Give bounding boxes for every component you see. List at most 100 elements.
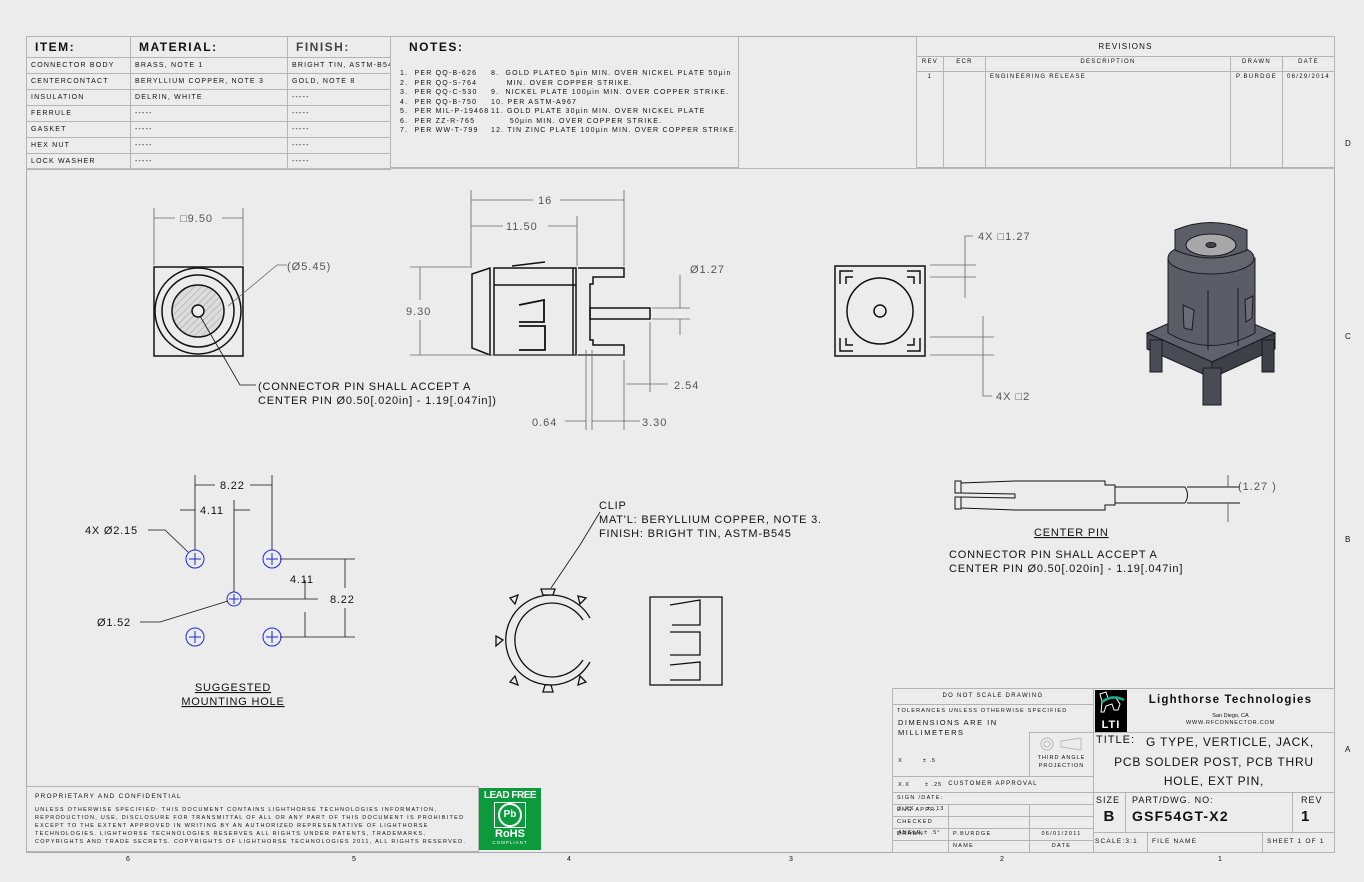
side-pin-dia-dim: Ø1.27: [690, 264, 725, 276]
title-label: TITLE:: [1096, 734, 1136, 746]
zone-d: D: [1345, 139, 1351, 148]
title-line-1: G TYPE, VERTICLE, JACK,: [1145, 735, 1314, 749]
side-d2-dim: 3.30: [642, 417, 667, 429]
notes-left: 1. PER QQ-B-626 2. PER QQ-S-764 3. PER Q…: [400, 70, 490, 134]
side-body-dim: 11.50: [506, 221, 538, 233]
tolerance-values: X ± .5 X.X ± .25 X.XX ± .13 ANGLE ± .5°: [898, 741, 944, 853]
zone-b: B: [1345, 535, 1351, 544]
tol-line-2: X.X ± .25: [898, 782, 943, 788]
zone-6: 6: [126, 856, 130, 863]
rev-box: REV 1: [1292, 792, 1335, 833]
rev-row-date: 06/29/2014: [1282, 71, 1335, 168]
title-line-3: HOLE, EXT PIN,: [1163, 774, 1265, 788]
center-pin-dim: (1.27 ): [1238, 481, 1277, 493]
tolerances-label: TOLERANCES UNLESS OTHERWISE SPECIFIED: [897, 708, 1068, 714]
compliant-text: COMPLIANT: [492, 840, 528, 845]
mount-spacing-v-dim: 8.22: [330, 594, 355, 606]
side-post-dim: 2.54: [674, 380, 699, 392]
header-divider: [26, 168, 1335, 169]
clip-label: CLIP: [599, 500, 627, 512]
zone-c: C: [1345, 332, 1351, 341]
third-angle-projection-icon: [1040, 737, 1081, 751]
tol-line-1: X ± .5: [898, 758, 937, 764]
zone-5: 5: [352, 856, 356, 863]
name-label: NAME: [948, 840, 1030, 853]
top-corner-upper-dim: 4X □1.27: [978, 231, 1031, 243]
part-number: GSF54GT-X2: [1132, 808, 1229, 824]
mounting-dims: [140, 475, 355, 638]
mount-center-dia: Ø1.52: [97, 617, 131, 629]
part-box: PART/DWG. NO: GSF54GT-X2: [1125, 792, 1293, 833]
mount-hole-dia: 4X Ø2.15: [85, 525, 138, 537]
front-note-line2: CENTER PIN Ø0.50[.020in] - 1.19[.047in]): [258, 395, 497, 407]
mount-title-line2: MOUNTING HOLE: [181, 696, 284, 708]
dimensions-label: DIMENSIONS ARE IN MILLIMETERS: [898, 718, 998, 737]
customer-approval: CUSTOMER APPROVAL: [892, 776, 1094, 793]
center-pin-note-line1: CONNECTOR PIN SHALL ACCEPT A: [949, 549, 1158, 561]
lead-free-logo: LEAD FREE Pb RoHS COMPLIANT: [479, 788, 541, 850]
company-website: WWW.RFCONNECTOR.COM: [1185, 720, 1276, 726]
projection-box: THIRD ANGLE PROJECTION: [1029, 732, 1094, 777]
side-height-dim: 9.30: [406, 306, 431, 318]
sheet: SHEET 1 OF 1: [1262, 832, 1335, 853]
logo-text: LTI: [1101, 719, 1121, 731]
notes-right: 8. GOLD PLATED 5µin MIN. OVER NICKEL PLA…: [491, 70, 738, 134]
rev-value: 1: [1301, 808, 1311, 825]
proprietary-block: PROPRIETARY AND CONFIDENTIAL UNLESS OTHE…: [26, 786, 479, 852]
top-view-dims: [930, 235, 994, 397]
zone-2: 2: [1000, 856, 1004, 863]
mounting-holes: [185, 549, 282, 647]
zone-1: 1: [1218, 856, 1222, 863]
front-diameter-dim: (Ø5.45): [287, 261, 331, 273]
clip-finish: FINISH: BRIGHT TIN, ASTM-B545: [599, 528, 792, 540]
zone-3: 3: [789, 856, 793, 863]
title-line-2: PCB SOLDER POST, PCB THRU: [1114, 755, 1314, 769]
lti-logo: LTI: [1095, 690, 1127, 732]
size-label: SIZE: [1096, 795, 1121, 805]
scale: SCALE:3:1: [1093, 832, 1148, 853]
mount-title-line1: SUGGESTED: [195, 682, 271, 694]
company-city: San Diego, CA: [1212, 713, 1249, 719]
clip-material: MAT'L: BERYLLIUM COPPER, NOTE 3.: [599, 514, 822, 526]
front-note-line1: (CONNECTOR PIN SHALL ACCEPT A: [258, 381, 471, 393]
notes-box: NOTES: 1. PER QQ-B-626 2. PER QQ-S-764 3…: [390, 36, 739, 168]
center-pin-note-line2: CENTER PIN Ø0.50[.020in] - 1.19[.047in]: [949, 563, 1183, 575]
center-pin: [954, 475, 1240, 522]
projection-label: THIRD ANGLE PROJECTION: [1037, 755, 1086, 769]
zone-4: 4: [567, 856, 571, 863]
do-not-scale: DO NOT SCALE DRAWING: [892, 688, 1094, 705]
center-pin-title: CENTER PIN: [1034, 527, 1109, 539]
front-width-dim: □9.50: [180, 213, 213, 225]
date-label: DATE: [1029, 840, 1094, 853]
company-name: Lighthorse Technologies: [1148, 694, 1313, 706]
name-date-blank: [892, 840, 949, 853]
rev-label: REV: [1301, 795, 1323, 805]
mount-half-h-dim: 4.11: [200, 505, 224, 517]
side-d1-dim: 0.64: [532, 417, 557, 429]
pb-icon: Pb: [498, 803, 522, 827]
front-view-dims: [153, 208, 287, 386]
size-value: B: [1103, 808, 1116, 825]
top-view: [834, 265, 926, 357]
clip-view: [495, 511, 723, 693]
proprietary-title: PROPRIETARY AND CONFIDENTIAL: [35, 793, 182, 800]
tol-line-4: ANGLE ± .5°: [898, 830, 941, 836]
top-corner-lower-dim: 4X □2: [996, 391, 1030, 403]
horse-logo-icon: [1099, 691, 1125, 713]
zone-a: A: [1345, 745, 1351, 754]
size-box: SIZE B: [1093, 792, 1126, 833]
pb-symbol: Pb: [494, 802, 526, 828]
mount-half-v-dim: 4.11: [290, 574, 314, 586]
side-view: [471, 261, 651, 357]
rohs-text: RoHS: [495, 828, 525, 840]
file-name: FILE NAME: [1147, 832, 1263, 853]
proprietary-text: UNLESS OTHERWISE SPECIFIED: THIS DOCUMEN…: [35, 807, 467, 845]
side-overall-dim: 16: [538, 195, 552, 207]
mount-spacing-h-dim: 8.22: [220, 480, 245, 492]
lead-free-text: LEAD FREE: [483, 790, 537, 801]
tol-line-3: X.XX ± .13: [898, 806, 945, 812]
part-label: PART/DWG. NO:: [1132, 795, 1214, 805]
side-view-dims: [410, 190, 690, 430]
notes-title: NOTES:: [409, 40, 464, 54]
